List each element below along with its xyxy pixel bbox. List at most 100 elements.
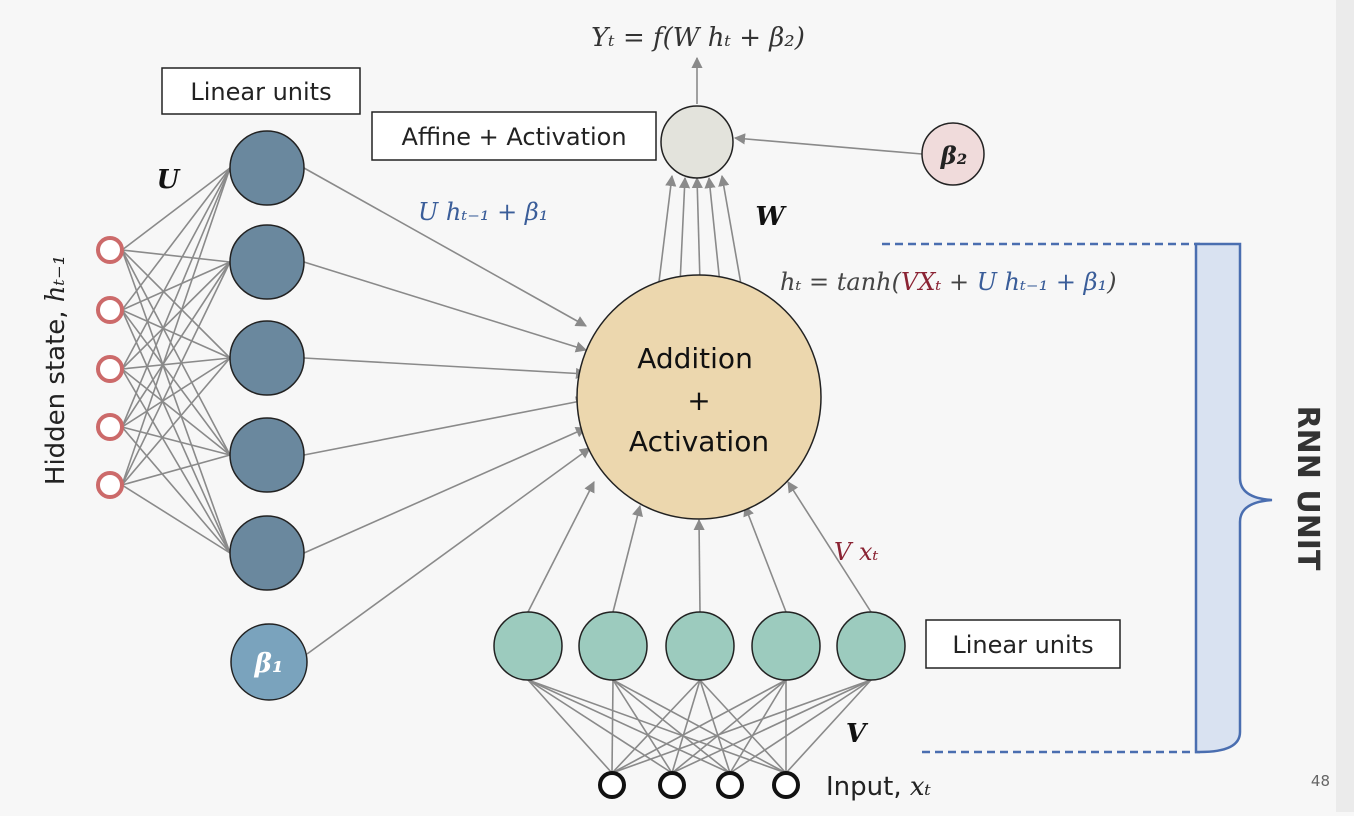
edge-hidden-0-to-linear-3 (121, 249, 231, 456)
beta1-node (230, 623, 308, 701)
linear-units-bottom-label: Linear units (952, 631, 1093, 659)
linear-unit-bottom-3 (665, 611, 735, 681)
addition-label-line3: Activation (629, 425, 769, 458)
linear-units-top-label: Linear units (190, 78, 331, 106)
edge-hidden-4-to-linear-2 (121, 357, 231, 486)
edge-group (121, 56, 923, 774)
h-eq-prefix: hₜ = tanh( (780, 268, 902, 296)
edge-linear-4-to-addition (303, 426, 588, 554)
rnn-unit-brace (1194, 242, 1273, 754)
edge-addition-to-affine-4 (718, 174, 743, 291)
w-weight-label: W (755, 202, 787, 232)
edge-hidden-1-to-linear-2 (121, 309, 231, 359)
input-var: xₜ (910, 772, 932, 802)
hidden-state-var: hₜ₋₁ (41, 255, 71, 302)
hidden-state-label: Hidden state, hₜ₋₁ (41, 255, 71, 485)
edge-input-1-to-linear-bottom-2 (671, 679, 701, 774)
h-eq-suffix: ) (1106, 268, 1116, 296)
edge-beta1-to-addition (306, 447, 591, 655)
rnn-unit-label: RNN UNIT (1290, 406, 1325, 571)
input-node-1 (598, 771, 626, 799)
h-eq-plus: + (941, 268, 976, 296)
addition-label-line2: + (687, 384, 710, 417)
edge-linear-bottom-2-to-addition (693, 518, 705, 613)
edge-hidden-1-to-linear-1 (121, 261, 231, 311)
linear-unit-top-2 (229, 224, 305, 300)
edge-hidden-0-to-linear-2 (121, 249, 231, 359)
h-eq-vx: VXₜ (901, 268, 941, 296)
edge-input-1-to-linear-bottom-3 (671, 679, 787, 774)
addition-activation-node (576, 274, 822, 520)
edge-hidden-0-to-linear-0 (121, 167, 231, 251)
edge-input-2-to-linear-bottom-2 (699, 679, 731, 774)
input-node-2 (658, 771, 686, 799)
u-term-label: U hₜ₋₁ + β₁ (418, 198, 548, 226)
edge-linear-1-to-addition (303, 261, 588, 353)
u-weight-label: U (157, 165, 181, 195)
affine-activation-label: Affine + Activation (401, 123, 626, 151)
edge-hidden-4-to-linear-0 (121, 167, 231, 486)
edge-addition-to-affine-3 (704, 176, 721, 285)
v-weight-label: V (846, 719, 869, 749)
edge-linear-0-to-addition (303, 167, 587, 327)
edge-hidden-1-to-linear-0 (121, 167, 231, 311)
edge-linear-bottom-3-to-addition (743, 504, 787, 613)
v-term-label: V xₜ (834, 538, 878, 566)
edge-input-1-to-linear-bottom-4 (671, 679, 872, 774)
hidden-state-node-1 (96, 236, 124, 264)
edge-linear-bottom-1-to-addition (612, 504, 643, 613)
edge-hidden-3-to-linear-4 (121, 426, 231, 554)
affine-activation-box (371, 111, 657, 161)
output-equation: Yₜ = f(W hₜ + β₂) (591, 23, 805, 53)
edge-input-2-to-linear-bottom-1 (612, 679, 731, 774)
edge-hidden-0-to-linear-1 (121, 249, 231, 263)
edge-addition-to-affine-2 (691, 176, 703, 283)
edge-addition-to-affine-0 (657, 174, 677, 291)
input-node-4 (772, 771, 800, 799)
beta2-node (921, 122, 985, 186)
edge-hidden-2-to-linear-0 (121, 167, 231, 370)
linear-unit-bottom-1 (493, 611, 563, 681)
edge-linear-2-to-addition (303, 357, 588, 380)
edge-linear-bottom-4-to-addition (787, 481, 872, 613)
page-number: 48 (1311, 772, 1330, 790)
edge-input-0-to-linear-bottom-0 (527, 679, 613, 774)
input-label: Input, xₜ (826, 772, 932, 802)
edge-input-1-to-linear-bottom-0 (527, 679, 673, 774)
edge-input-2-to-linear-bottom-4 (729, 679, 872, 774)
hidden-state-node-5 (96, 471, 124, 499)
edge-hidden-2-to-linear-2 (121, 357, 231, 370)
hidden-state-node-2 (96, 296, 124, 324)
linear-unit-bottom-4 (751, 611, 821, 681)
edge-linear-3-to-addition (303, 396, 588, 456)
linear-units-bottom-box (925, 619, 1121, 669)
input-node-3 (716, 771, 744, 799)
edge-input-3-to-linear-bottom-0 (527, 679, 787, 774)
edge-hidden-0-to-linear-4 (121, 249, 231, 554)
h-eq-u: U hₜ₋₁ + β₁ (977, 268, 1107, 296)
beta2-label: β₂ (940, 141, 967, 170)
edge-beta2-to-affine (733, 133, 923, 155)
hidden-state-text: Hidden state, (41, 302, 71, 485)
edge-hidden-3-to-linear-0 (121, 167, 231, 428)
edge-input-2-to-linear-bottom-3 (729, 679, 787, 774)
edge-hidden-4-to-linear-3 (121, 454, 231, 486)
edge-hidden-3-to-linear-1 (121, 261, 231, 428)
linear-unit-top-3 (229, 320, 305, 396)
edge-linear-bottom-0-to-addition (527, 481, 595, 613)
edge-hidden-4-to-linear-1 (121, 261, 231, 486)
edge-hidden-2-to-linear-4 (121, 368, 231, 554)
edge-input-3-to-linear-bottom-1 (612, 679, 787, 774)
edge-addition-to-affine-1 (678, 176, 691, 285)
edge-input-0-to-linear-bottom-1 (611, 679, 614, 774)
affine-activation-node (660, 105, 734, 179)
edge-input-0-to-linear-bottom-4 (611, 679, 872, 774)
node-group (96, 105, 985, 799)
edge-input-1-to-linear-bottom-1 (612, 679, 673, 774)
edge-input-3-to-linear-bottom-2 (699, 679, 787, 774)
linear-unit-bottom-5 (836, 611, 906, 681)
hidden-state-node-3 (96, 355, 124, 383)
slide-edge-strip (1336, 0, 1354, 812)
